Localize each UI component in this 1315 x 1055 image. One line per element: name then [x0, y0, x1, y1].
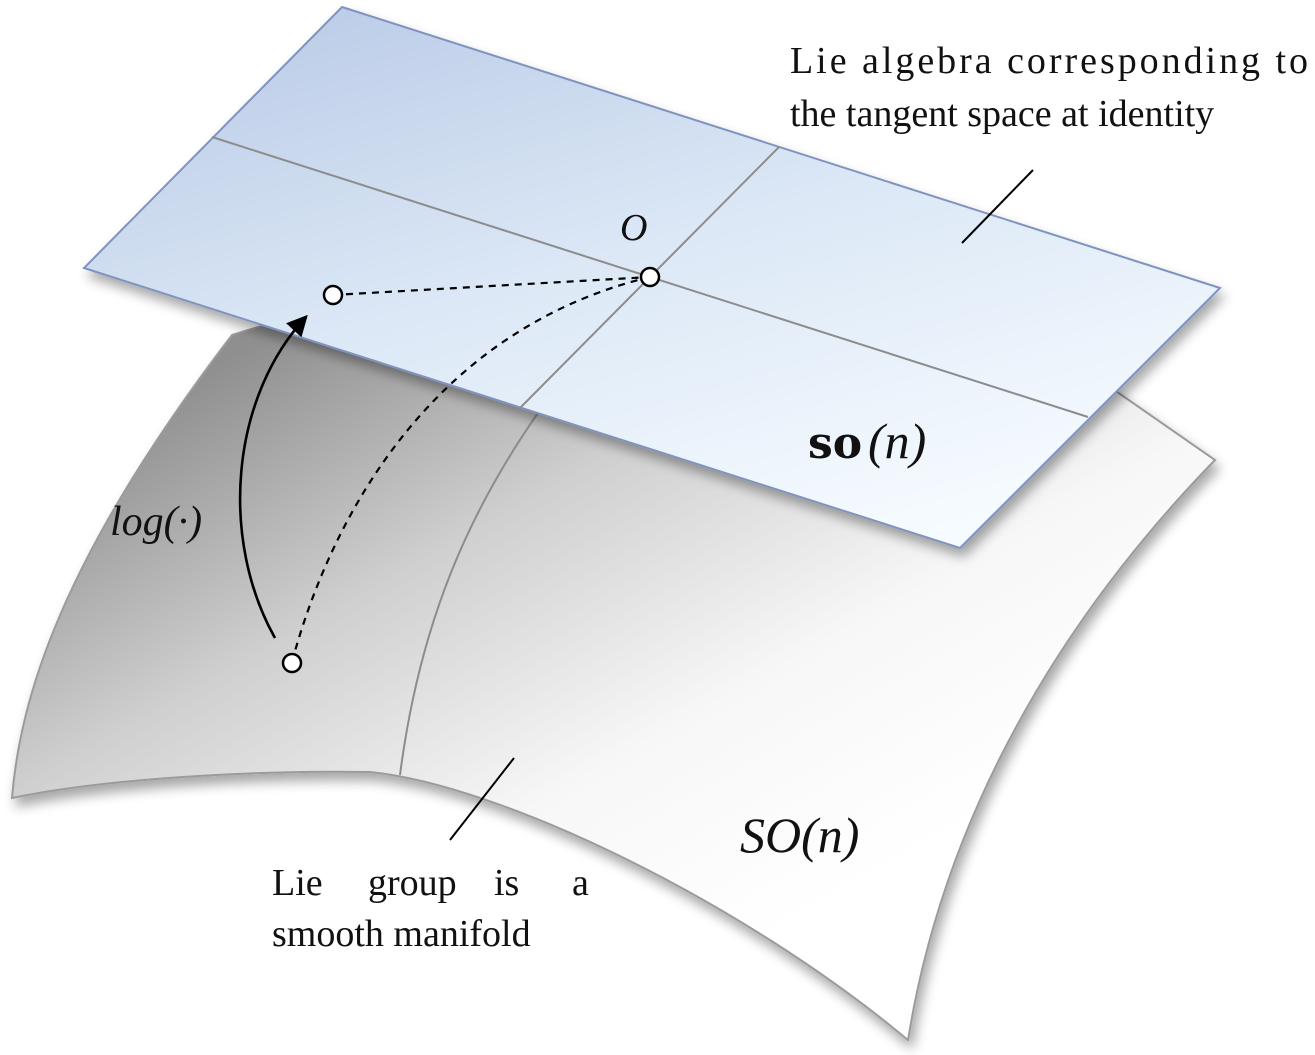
lie-algebra-label-line1: Lie algebra corresponding to [790, 40, 1308, 82]
lie-algebra-leader-line [961, 169, 1034, 244]
log-map-label: log(·) [110, 499, 202, 545]
dashed-geodesic [290, 275, 651, 663]
log-map-arrow [238, 314, 308, 639]
lie-group-word-3: is [494, 862, 519, 904]
lie-algebra-label-line2: the tangent space at identity [790, 93, 1214, 135]
origin-point [639, 266, 661, 288]
so-n-label-arg: (n) [868, 413, 926, 469]
lie-group-word-2: group [368, 862, 457, 904]
lie-group-line2: smooth manifold [272, 913, 531, 955]
manifold-point [281, 652, 303, 674]
lie-group-word-4: a [572, 862, 589, 904]
SO-n-label: SO(n) [740, 807, 859, 863]
origin-label: O [620, 207, 647, 249]
dashed-line-to-mapped-point [332, 275, 651, 297]
so-n-label-bold: so [808, 418, 862, 469]
so-n-label: so (n) [808, 413, 926, 469]
lie-group-label: Lie group is a smooth manifold [272, 862, 589, 955]
manifold-grid-line [399, 409, 541, 776]
mapped-point [322, 284, 344, 306]
lie-group-word-1: Lie [272, 862, 323, 904]
lie-group-leader-line [449, 757, 515, 841]
